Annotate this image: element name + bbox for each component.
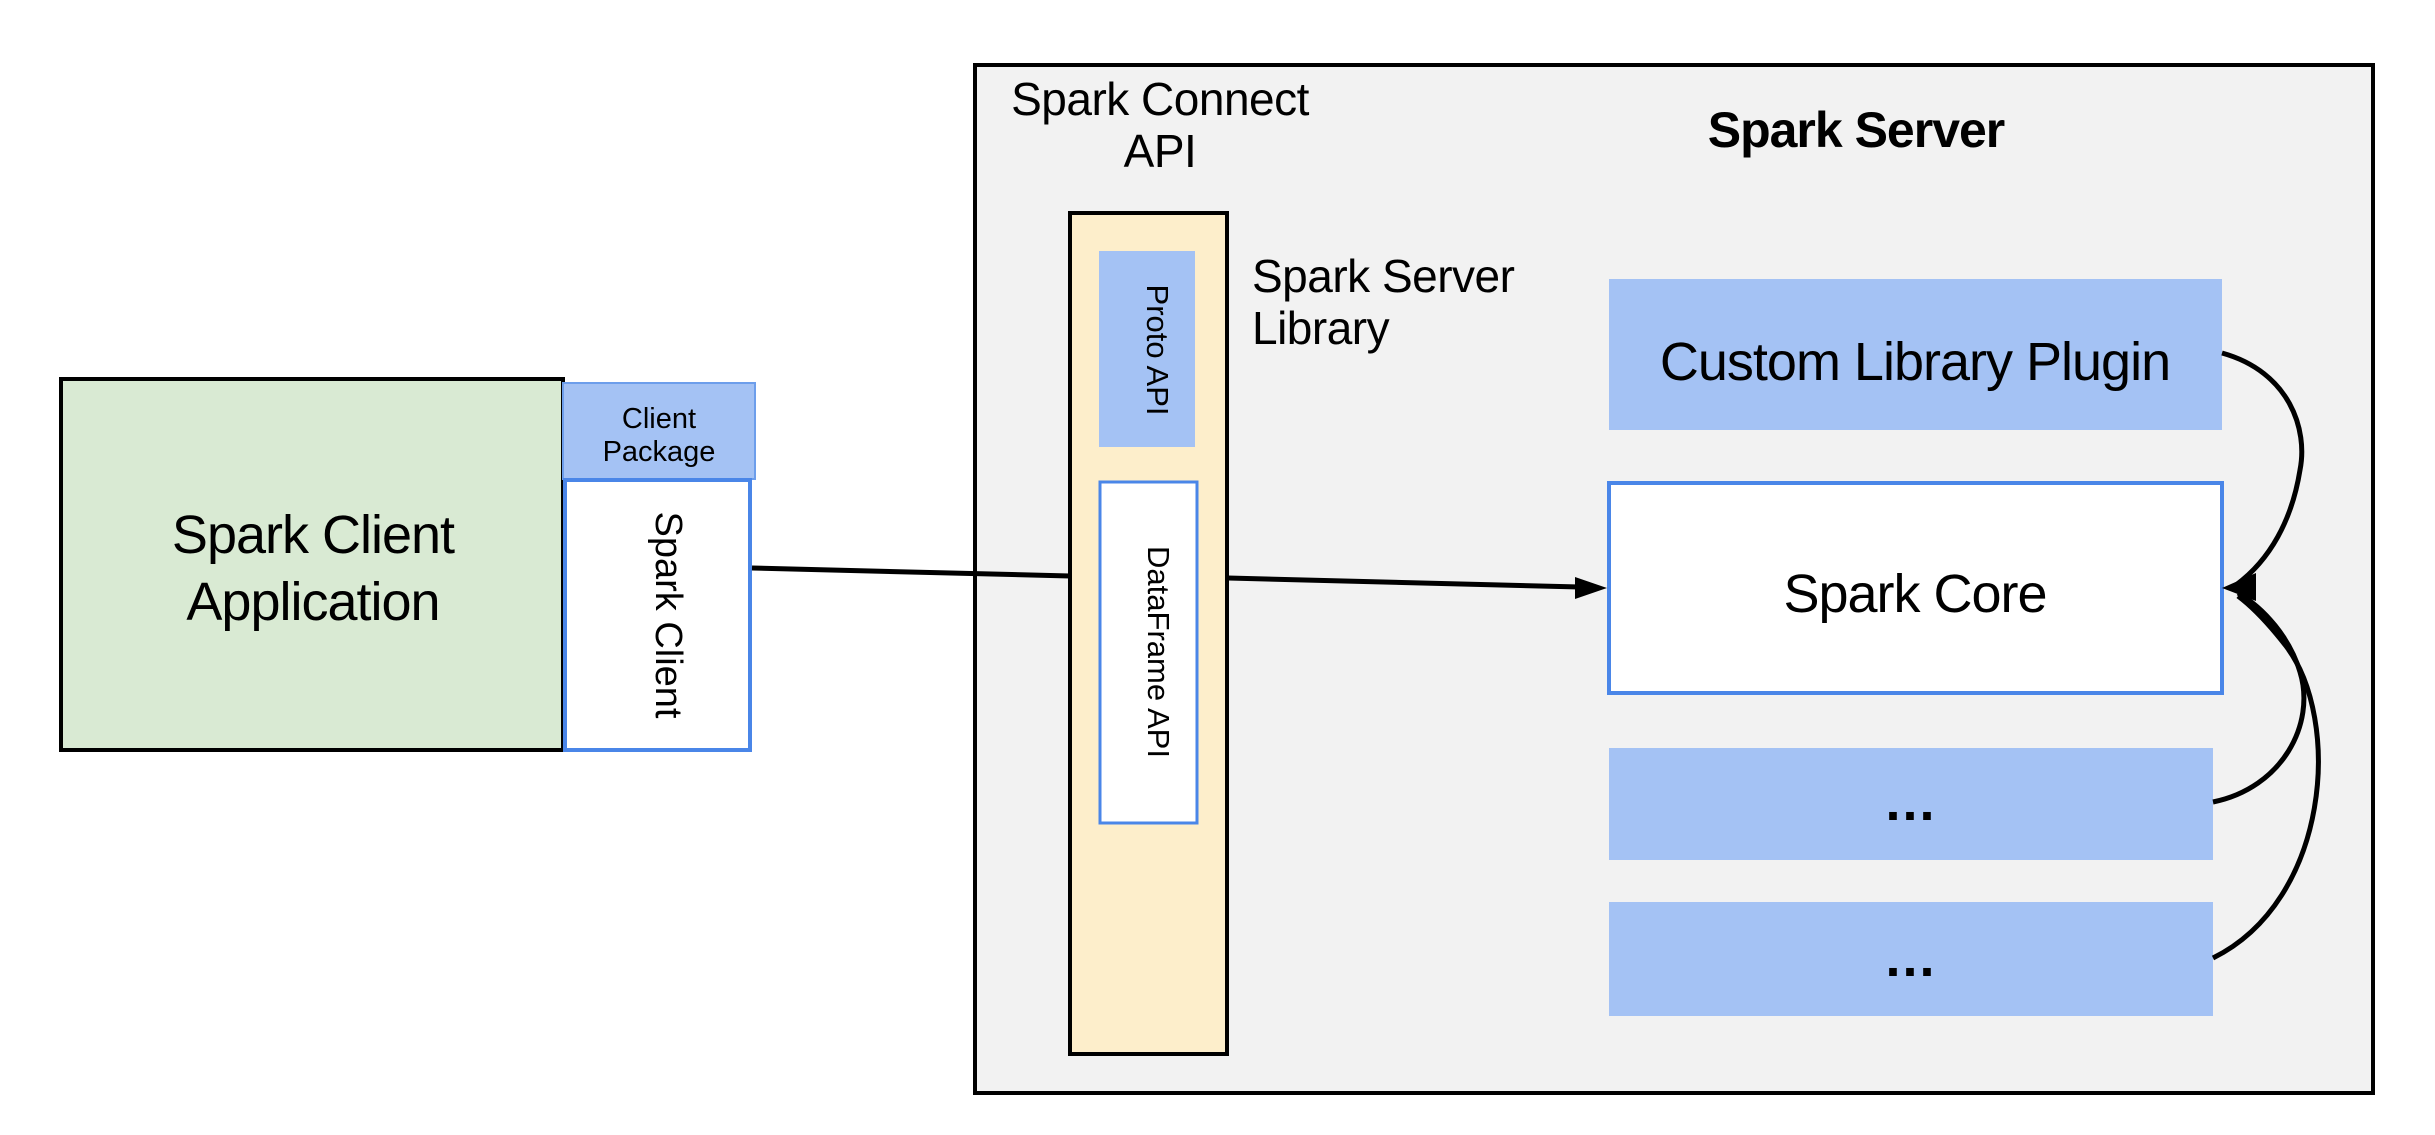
arrowhead-spark-core-right [2222,573,2256,601]
proto-api-label: Proto API [1140,285,1175,416]
spark-connect-api-label-line2: API [1124,125,1197,177]
spark-client-label: Spark Client [647,512,689,719]
curve-placeholder2-to-core [2211,594,2321,961]
spark-core-box [1607,481,2224,695]
spark-core-label: Spark Core [1783,564,2046,624]
spark-client-application-label-line2: Application [186,572,439,632]
client-package-label-line2: Package [603,436,716,468]
proto-api-box [1099,251,1195,447]
curve-placeholder1-to-core [2212,590,2307,805]
plugin-placeholder-box-1 [1609,748,2213,860]
spark-server-title: Spark Server [1708,102,2005,158]
curve-custom-plugin-to-core [2221,350,2305,588]
spark-client-box [563,478,752,752]
arrow-client-to-connect-api [751,565,1071,579]
dataframe-api-label: DataFrame API [1141,546,1176,758]
plugin-placeholder-label-1: ... [1885,772,1936,832]
plugin-placeholder-box-2 [1609,902,2213,1016]
custom-library-plugin-label: Custom Library Plugin [1660,332,2170,392]
plugin-placeholder-label-2: ... [1885,928,1936,988]
custom-library-plugin-box [1609,279,2222,430]
spark-server-library-label-line2: Library [1252,302,1390,354]
arrow-connect-api-to-spark-core [1227,575,1581,590]
spark-connect-api-label-line1: Spark Connect [1011,73,1309,125]
dataframe-api-box [1098,480,1199,825]
spark-server-library-label-line1: Spark Server [1252,250,1515,302]
arrowhead-spark-core-left [1575,577,1607,599]
client-package-box [562,382,756,480]
spark-client-application-box [59,377,565,752]
client-package-label-line1: Client [622,403,696,435]
spark-client-application-label-line1: Spark Client [172,505,455,565]
